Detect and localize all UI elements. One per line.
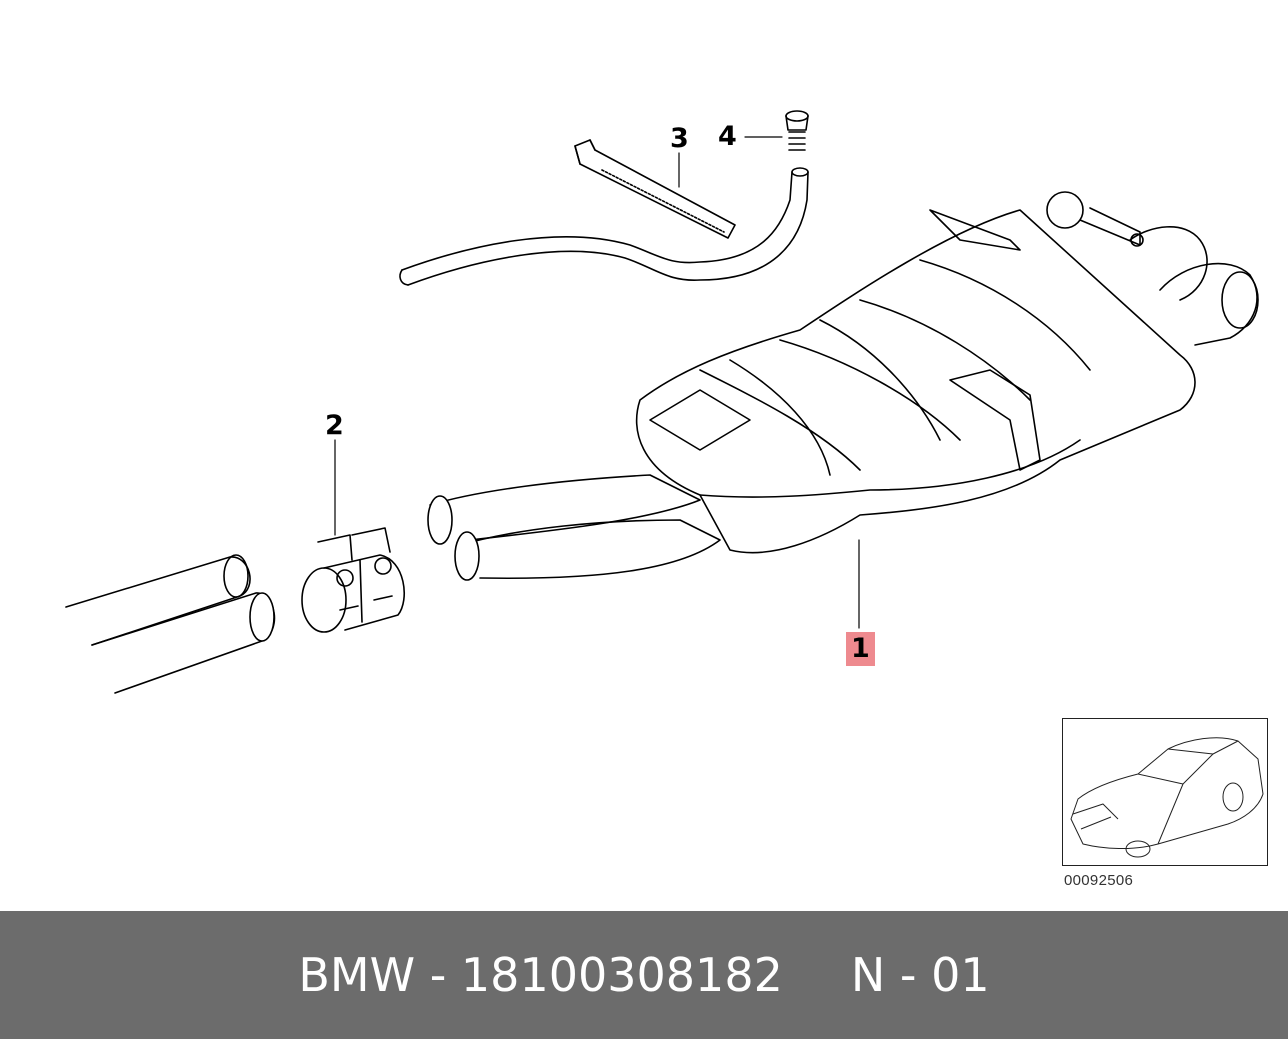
car-outline-icon [1070, 737, 1264, 858]
diagram-number: 00092506 [1064, 872, 1134, 889]
position-text: N - 01 [850, 948, 990, 1002]
front-pipes [65, 554, 276, 694]
vehicle-locator-inset [1062, 718, 1268, 866]
rear-silencer [427, 191, 1259, 629]
part-footer: BMW - 18100308182 N - 01 [0, 911, 1288, 1039]
callout-2[interactable]: 2 [325, 410, 344, 441]
vacuum-hose [399, 167, 809, 286]
callout-4[interactable]: 4 [718, 121, 737, 152]
exhaust-drawing [65, 110, 1259, 694]
exhaust-diagram: 1 2 3 4 00092506 [65, 110, 1268, 889]
cable-tie [574, 139, 736, 239]
callout-3[interactable]: 3 [670, 123, 689, 154]
part-number-text: BMW - 18100308182 [298, 948, 783, 1002]
double-clamp [301, 439, 405, 633]
callout-1[interactable]: 1 [846, 632, 875, 666]
rubber-plug [744, 110, 809, 151]
